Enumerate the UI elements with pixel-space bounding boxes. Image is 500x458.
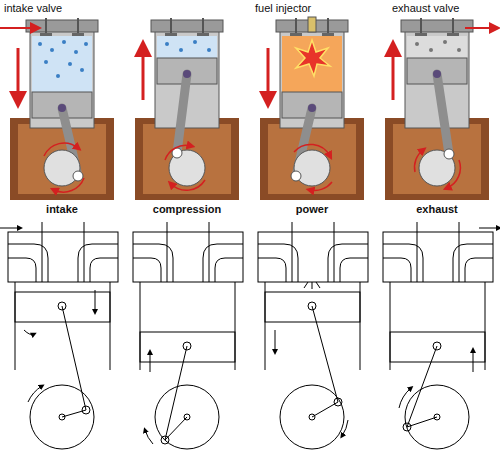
part-label: exhaust valve [392, 2, 459, 15]
stroke-caption: exhaust [416, 203, 458, 216]
stroke-caption: power [296, 203, 328, 216]
stroke-caption: compression [153, 203, 221, 216]
part-label: intake valve [4, 2, 62, 15]
stroke-caption: intake [46, 203, 78, 216]
part-label: fuel injector [255, 2, 311, 15]
